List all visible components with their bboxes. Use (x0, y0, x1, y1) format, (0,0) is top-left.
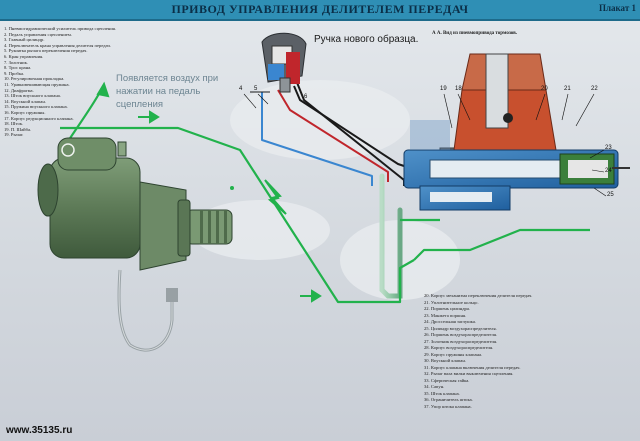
callout-20: 20 (541, 86, 548, 92)
legend-item: 21. Уплотнительное кольцо. (424, 299, 479, 305)
legend-item: 32. Рычаг вала вилки выключения сцеплени… (424, 371, 514, 376)
legend-item: 31. Корпус клапана включения делителя пе… (424, 364, 521, 370)
legend-item: 2. Педаль управления сцеплением. (4, 31, 72, 37)
callout-21: 21 (564, 86, 571, 92)
legend-item: 30. Впускной клапан. (424, 358, 466, 363)
flow-arrows (96, 81, 322, 303)
legend-item: 23. Манжета поршня. (424, 312, 467, 318)
legend-item: 17. Корпус редукционного клапана. (4, 115, 74, 121)
legend-item: 7. Золотник. (4, 59, 28, 65)
callout-18: 18 (455, 86, 462, 92)
legend-item: 27. Золотник воздухораспределителя. (424, 338, 498, 344)
legend-item: 13. Шток впускного клапана. (4, 93, 61, 99)
legend-item: 14. Впускной клапан. (4, 98, 46, 104)
legend-item: 16. Корпус пружины. (4, 109, 46, 115)
callout-4: 4 (239, 86, 243, 92)
legend-item: 5. Рукоятка рычага переключения передач. (4, 48, 88, 54)
callout-19: 19 (440, 86, 447, 92)
plate-number: Плакат 1 (598, 3, 636, 13)
legend-item: 9. Пробка. (4, 70, 25, 76)
legend-item: 18. Шток. (4, 121, 24, 127)
callout-6: 6 (304, 94, 308, 100)
air-flow-line (60, 91, 590, 304)
poster-title: ПРИВОД УПРАВЛЕНИЯ ДЕЛИТЕЛЕМ ПЕРЕДАЧ (171, 2, 469, 16)
legend-item: 28. Корпус воздухораспределителя. (424, 345, 494, 350)
section-a-caption: А А. Вид из пневмопривода тормозов. (432, 31, 518, 36)
flow-marker (230, 186, 234, 190)
legend-item: 35. Шток клапана. (424, 390, 460, 396)
legend-item: 33. Сферическая гайка. (424, 377, 470, 383)
legend-item: 34. Сапун. (424, 384, 445, 389)
legend-item: 1. Пневмогидравлический усилитель привод… (4, 26, 117, 31)
legend-item: 26. Поршень воздухораспределителя. (424, 332, 498, 337)
callout-22: 22 (591, 86, 598, 92)
legend-item: 4. Переключатель крана управления делите… (4, 42, 111, 48)
callout-25: 25 (607, 192, 614, 198)
shift-handle (250, 32, 307, 93)
legend-item: 3. Главный цилиндр. (4, 37, 45, 43)
parts-legend-right: 20. Корпус механизма переключения делите… (424, 293, 624, 410)
legend-item: 12. Диафрагма. (4, 87, 34, 93)
clutch-booster (37, 137, 233, 352)
legend-item: 22. Поршень цилиндра. (424, 306, 471, 311)
parts-legend-left: 1. Пневмогидравлический усилитель привод… (4, 26, 139, 138)
legend-item: 8. Трос крана. (4, 65, 32, 71)
callout-24: 24 (605, 168, 612, 174)
legend-item: 11. Уравновешивающая пружина. (4, 81, 70, 87)
legend-item: 24. Дроссельная заглушка. (424, 319, 477, 324)
callout-5: 5 (254, 86, 258, 92)
handle-caption: Ручка нового образца. (314, 34, 419, 45)
legend-item: 19. П. Шайба. (4, 126, 32, 132)
legend-item: 20. Корпус механизма переключения делите… (424, 293, 533, 298)
air-flow-note: Появляется воздух при нажатии на педаль … (116, 73, 219, 110)
legend-item: 15. Пружина впускного клапана. (4, 104, 68, 110)
callout-23: 23 (605, 145, 612, 151)
title-bar (0, 0, 640, 21)
divider-valve (403, 53, 630, 211)
website-watermark: www.35135.ru (6, 425, 73, 436)
leader-lines (243, 93, 607, 197)
legend-item: 10. Регулировочная прокладка. (4, 76, 65, 82)
legend-item: 36. Ограничитель штока. (424, 397, 473, 402)
legend-item: 25. Цилиндр воздухораспределителя. (424, 325, 497, 331)
legend-item: 29. Корпус пружины клапана. (424, 351, 483, 357)
legend-item: 19. Рычаг. (4, 132, 24, 138)
legend-item: 6. Кран управления. (4, 53, 44, 59)
legend-item: 37. Упор штока клапана. (424, 403, 472, 409)
